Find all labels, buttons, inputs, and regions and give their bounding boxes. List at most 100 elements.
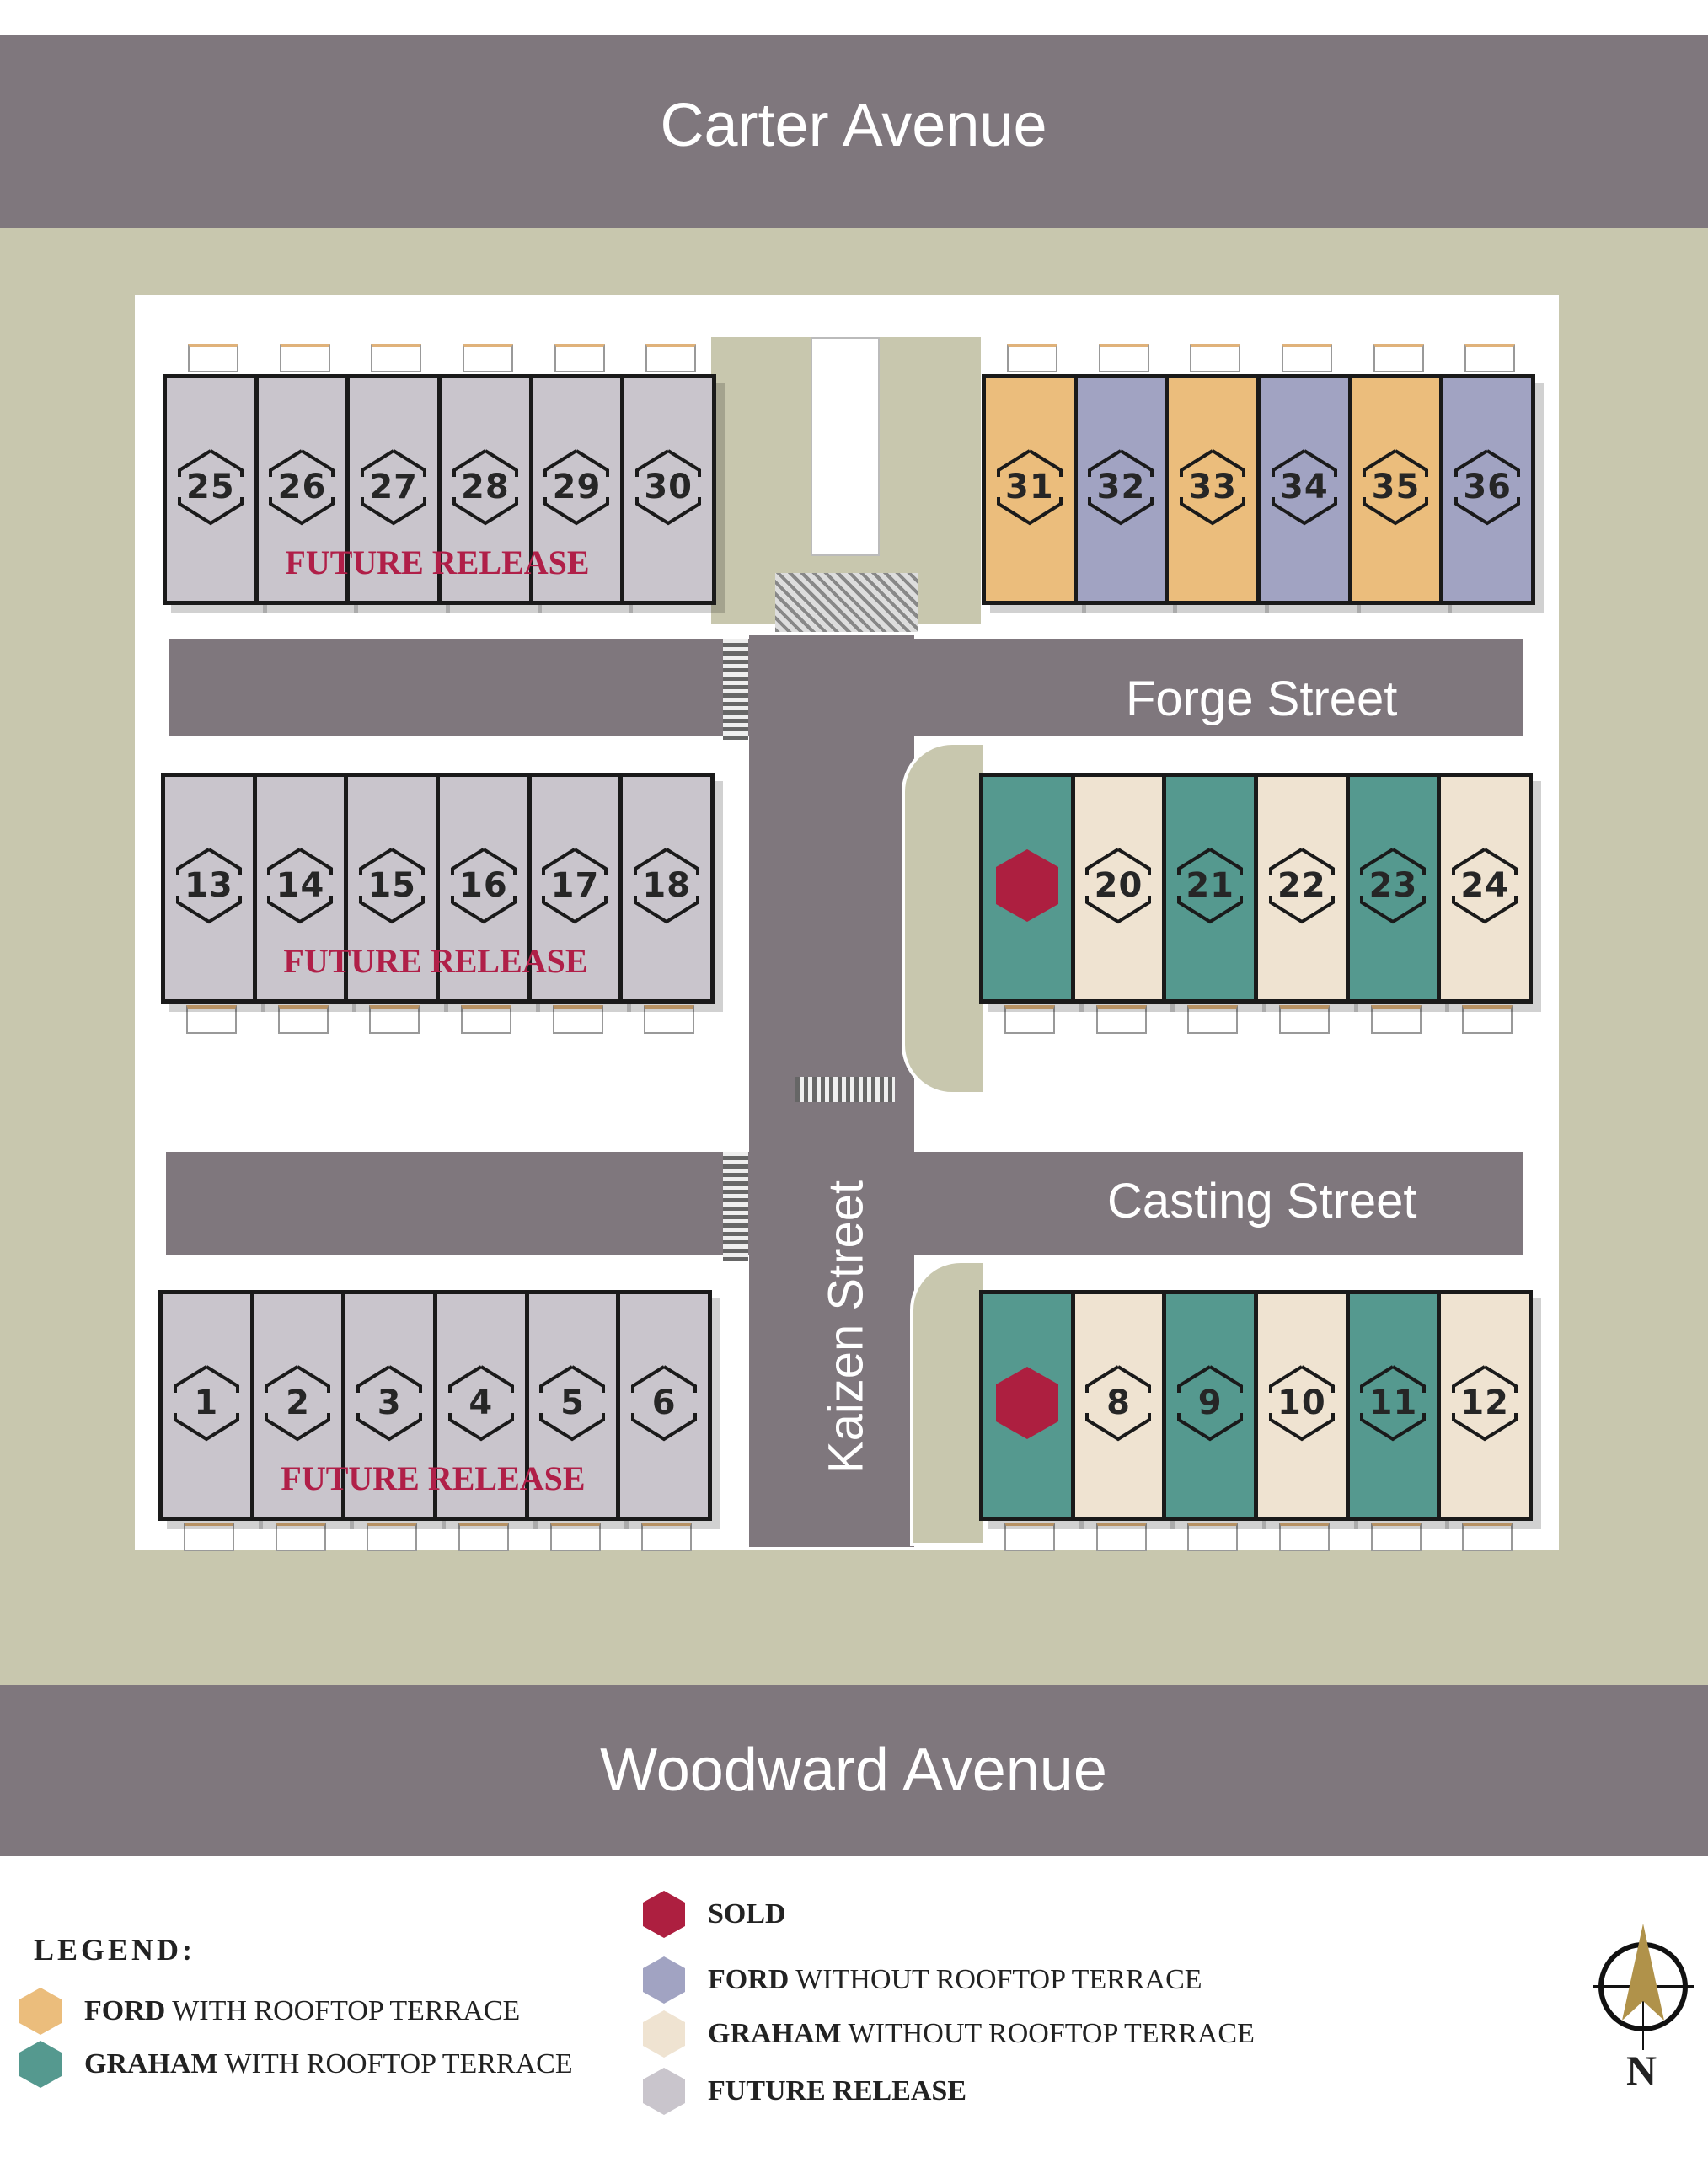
lot-number: 23 bbox=[1368, 866, 1418, 906]
legend-item-bold: FORD bbox=[84, 1995, 166, 2026]
unit-lot[interactable]: 1 bbox=[158, 1290, 254, 1521]
lot-number: 16 bbox=[458, 866, 508, 906]
lot-number: 33 bbox=[1188, 468, 1237, 507]
lot-number-hexagon-icon: 34 bbox=[1271, 448, 1338, 526]
lot-number-hexagon-icon: 12 bbox=[1451, 1364, 1518, 1442]
unit-entry-door bbox=[645, 344, 697, 372]
unit-lot[interactable]: 23 bbox=[1345, 773, 1442, 1004]
unit-entry-door bbox=[552, 1005, 603, 1034]
unit-lot[interactable]: 30 bbox=[620, 374, 716, 605]
unit-entry-door bbox=[1098, 344, 1149, 372]
lot-number-hexagon-icon: 18 bbox=[633, 847, 700, 924]
lot-number: 10 bbox=[1277, 1384, 1326, 1423]
unit-lot[interactable]: 4 bbox=[433, 1290, 529, 1521]
sold-hexagon-icon bbox=[993, 847, 1061, 924]
future-release-label: FUTURE RELEASE bbox=[281, 1459, 586, 1497]
lot-number: 8 bbox=[1106, 1384, 1131, 1423]
unit-entry-door bbox=[1007, 344, 1057, 372]
lot-number-hexagon-icon: 28 bbox=[452, 448, 519, 526]
lot-number-hexagon-icon: 31 bbox=[996, 448, 1063, 526]
lot-number: 6 bbox=[651, 1384, 677, 1423]
unit-lot[interactable]: 31 bbox=[982, 374, 1078, 605]
lot-number-hexagon-icon: 25 bbox=[177, 448, 244, 526]
lot-number: 4 bbox=[468, 1384, 494, 1423]
unit-entry-door bbox=[186, 1005, 237, 1034]
unit-lot[interactable]: 35 bbox=[1347, 374, 1444, 605]
lot-number: 17 bbox=[550, 866, 600, 906]
lot-number-hexagon-icon: 9 bbox=[1176, 1364, 1244, 1442]
lot-number: 1 bbox=[194, 1384, 219, 1423]
lot-number-hexagon-icon: 5 bbox=[538, 1364, 606, 1442]
lot-number-hexagon-icon: 36 bbox=[1454, 448, 1521, 526]
unit-lot[interactable]: 10 bbox=[1254, 1290, 1350, 1521]
unit-lot[interactable]: 21 bbox=[1162, 773, 1258, 1004]
unit-lot[interactable]: 11 bbox=[1345, 1290, 1442, 1521]
crosswalk bbox=[723, 639, 748, 740]
unit-lot[interactable]: 28 bbox=[437, 374, 533, 605]
unit-lot[interactable]: 20 bbox=[1070, 773, 1167, 1004]
unit-entry-door bbox=[279, 344, 330, 372]
unit-entry-door bbox=[1187, 1523, 1239, 1551]
building-block-bottom-right: 8 9 10 11 12 bbox=[979, 1290, 1533, 1521]
unit-lot[interactable] bbox=[979, 1290, 1075, 1521]
lot-number: 14 bbox=[276, 866, 325, 906]
legend-swatch-sold-icon bbox=[642, 1890, 686, 1939]
lot-number: 26 bbox=[277, 468, 327, 507]
unit-entry-door bbox=[1190, 344, 1241, 372]
unit-lot[interactable]: 33 bbox=[1165, 374, 1261, 605]
unit-lot[interactable]: 27 bbox=[345, 374, 442, 605]
lot-number-hexagon-icon: 21 bbox=[1176, 847, 1244, 924]
lot-number-hexagon-icon: 6 bbox=[630, 1364, 698, 1442]
unit-entry-door bbox=[277, 1005, 329, 1034]
unit-entry-door bbox=[461, 1005, 511, 1034]
crosswalk bbox=[795, 1077, 895, 1102]
legend-title: LEGEND: bbox=[34, 1933, 196, 1967]
unit-lot[interactable]: 34 bbox=[1256, 374, 1352, 605]
lot-number-hexagon-icon: 26 bbox=[268, 448, 335, 526]
unit-entry-door bbox=[458, 1523, 509, 1551]
unit-lot[interactable]: 5 bbox=[524, 1290, 621, 1521]
unit-lot[interactable]: 24 bbox=[1437, 773, 1533, 1004]
lot-number-hexagon-icon: 14 bbox=[266, 847, 334, 924]
unit-entry-door bbox=[371, 344, 422, 372]
lot-number-hexagon-icon: 11 bbox=[1359, 1364, 1427, 1442]
crosswalk bbox=[723, 1152, 748, 1261]
legend-item-bold: FUTURE RELEASE bbox=[708, 2075, 967, 2106]
unit-lot[interactable]: 36 bbox=[1439, 374, 1535, 605]
legend-item-sold: SOLD bbox=[708, 1898, 786, 1930]
lot-number: 36 bbox=[1463, 468, 1512, 507]
landscape-median bbox=[902, 741, 986, 1095]
unit-lot[interactable]: 17 bbox=[527, 773, 624, 1004]
unit-lot[interactable]: 12 bbox=[1437, 1290, 1533, 1521]
lot-number-hexagon-icon: 24 bbox=[1451, 847, 1518, 924]
legend-item-graham-no-terrace: GRAHAM WITHOUT ROOFTOP TERRACE bbox=[708, 2018, 1255, 2050]
unit-lot[interactable]: 8 bbox=[1070, 1290, 1167, 1521]
lot-number: 34 bbox=[1279, 468, 1329, 507]
unit-lot[interactable]: 32 bbox=[1073, 374, 1170, 605]
lot-number: 28 bbox=[460, 468, 510, 507]
unit-lot[interactable] bbox=[979, 773, 1075, 1004]
unit-lot[interactable]: 18 bbox=[618, 773, 715, 1004]
unit-lot[interactable]: 14 bbox=[252, 773, 349, 1004]
unit-lot[interactable]: 22 bbox=[1254, 773, 1350, 1004]
legend-swatch-graham-no-terrace-icon bbox=[642, 2010, 686, 2058]
casting-street-label: Casting Street bbox=[1107, 1174, 1417, 1228]
unit-lot[interactable]: 6 bbox=[616, 1290, 712, 1521]
lot-number-hexagon-icon: 22 bbox=[1268, 847, 1336, 924]
legend-item-bold: GRAHAM bbox=[84, 2048, 218, 2079]
unit-entry-door bbox=[1462, 1005, 1513, 1034]
lot-number-hexagon-icon: 30 bbox=[634, 448, 702, 526]
lot-number: 3 bbox=[377, 1384, 402, 1423]
legend-swatch-graham-terrace-icon bbox=[19, 2040, 62, 2089]
woodward-avenue-label: Woodward Avenue bbox=[600, 1737, 1107, 1804]
unit-lot[interactable]: 9 bbox=[1162, 1290, 1258, 1521]
lot-number-hexagon-icon: 4 bbox=[447, 1364, 515, 1442]
unit-lot[interactable]: 13 bbox=[161, 773, 257, 1004]
unit-entry-door bbox=[184, 1523, 234, 1551]
future-release-label: FUTURE RELEASE bbox=[285, 543, 590, 581]
unit-lot[interactable]: 25 bbox=[163, 374, 259, 605]
